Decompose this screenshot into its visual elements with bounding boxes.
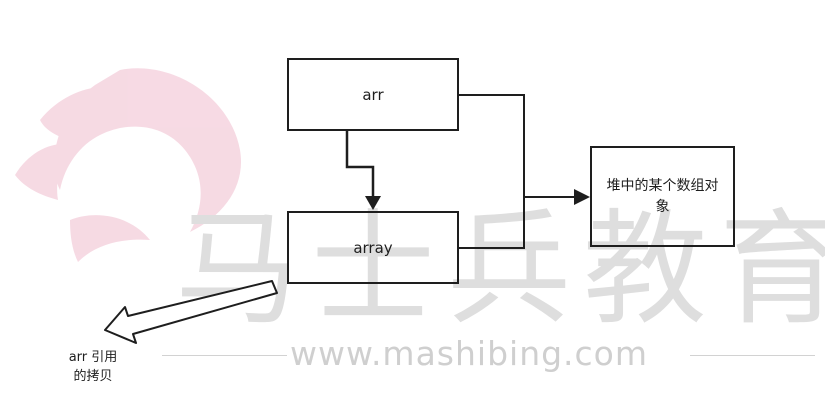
watermark-left-line bbox=[162, 355, 287, 356]
node-heap-object: 堆中的某个数组对象 bbox=[590, 146, 735, 247]
node-heap-object-label: 堆中的某个数组对象 bbox=[606, 177, 719, 215]
hollow-arrow-to-copy-note bbox=[104, 280, 278, 344]
copy-annotation-line1: arr 引用 bbox=[68, 350, 118, 365]
edge-arr-to-heap bbox=[459, 94, 578, 198]
arrowhead-to-heap bbox=[574, 189, 590, 205]
watermark-right-line bbox=[690, 355, 815, 356]
watermark-chinese-text: 马士兵教育 bbox=[175, 198, 825, 342]
arrowhead-arr-to-array bbox=[365, 196, 381, 210]
edge-arr-to-array bbox=[345, 131, 375, 200]
copy-annotation: arr 引用 的拷贝 bbox=[38, 348, 148, 386]
watermark-url-text: www.mashibing.com bbox=[290, 334, 649, 373]
node-array-label: array bbox=[353, 238, 393, 257]
watermark-logo bbox=[15, 68, 242, 262]
node-arr: arr bbox=[287, 58, 459, 131]
node-array: array bbox=[287, 211, 459, 284]
edge-array-to-heap bbox=[459, 197, 525, 249]
copy-annotation-line2: 的拷贝 bbox=[73, 369, 113, 384]
node-arr-label: arr bbox=[362, 85, 384, 104]
